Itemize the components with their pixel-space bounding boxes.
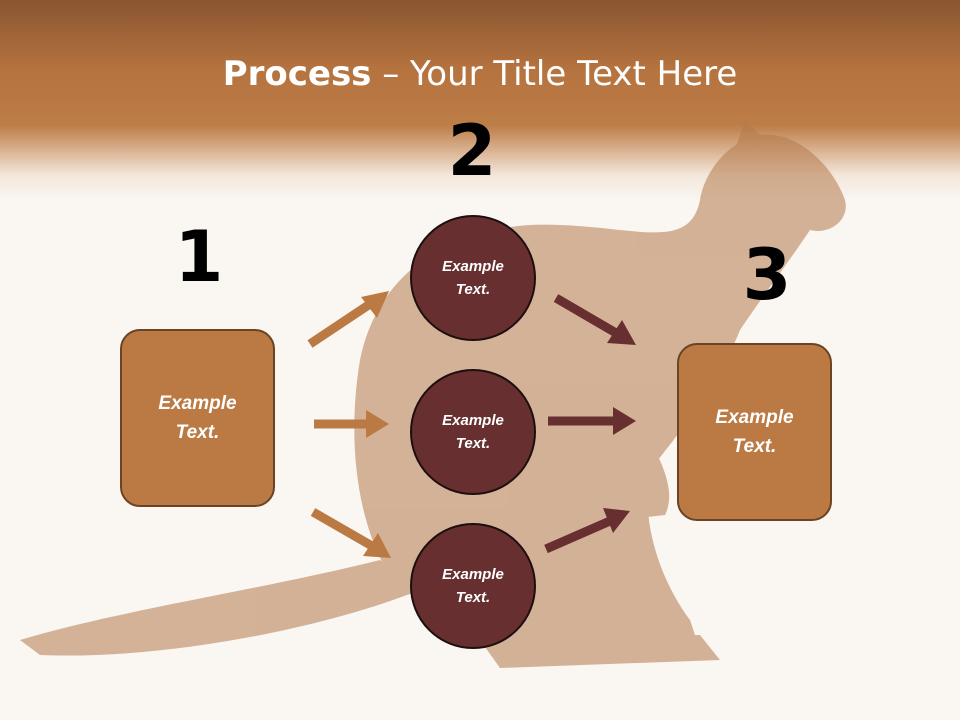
arrow-left-to-circle-1 <box>307 291 389 348</box>
left-box-label: Example Text. <box>158 393 237 443</box>
title-bold: Process <box>222 54 372 94</box>
circle-3: Example Text. <box>410 523 536 649</box>
arrow-left-to-circle-3 <box>310 508 391 558</box>
arrow-circle-1-to-right <box>553 294 636 345</box>
circle-2-label: Example Text. <box>442 412 504 452</box>
circle-3-label: Example Text. <box>442 566 504 606</box>
arrow-circle-3-to-right <box>544 508 630 554</box>
right-box: Example Text. <box>677 343 832 521</box>
slide-title: Process – Your Title Text Here <box>0 52 960 96</box>
left-box: Example Text. <box>120 329 275 507</box>
step-number-1: 1 <box>174 216 224 298</box>
title-rest: – Your Title Text Here <box>371 54 738 94</box>
circle-1: Example Text. <box>410 215 536 341</box>
step-number-3: 3 <box>742 234 792 316</box>
right-box-label: Example Text. <box>715 407 794 457</box>
arrow-circle-2-to-right <box>548 407 636 435</box>
circle-1-label: Example Text. <box>442 258 504 298</box>
step-number-2: 2 <box>447 110 497 192</box>
circle-2: Example Text. <box>410 369 536 495</box>
arrow-left-to-circle-2 <box>314 410 389 438</box>
